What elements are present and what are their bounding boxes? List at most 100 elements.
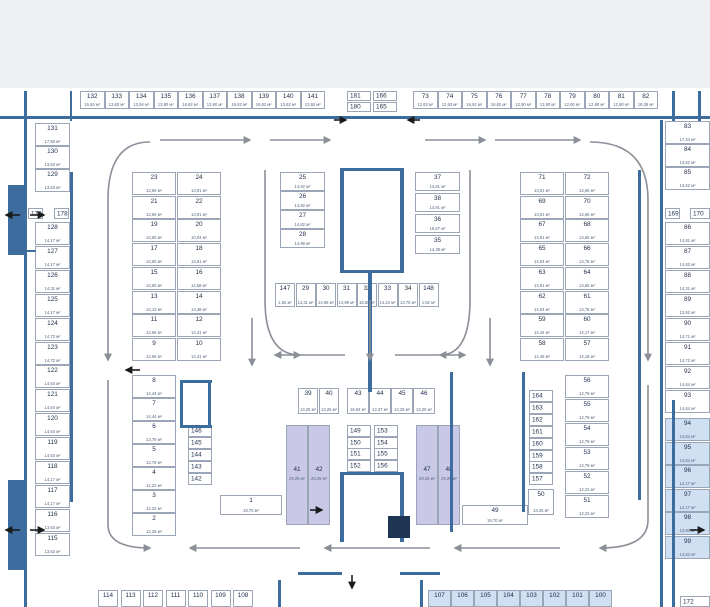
parking-space-162[interactable]: 162 [529, 413, 553, 426]
parking-space-164[interactable]: 164 [529, 390, 553, 402]
parking-space-161[interactable]: 161 [529, 425, 553, 438]
parking-space-180[interactable]: 180 [347, 102, 371, 112]
parking-space-157[interactable]: 157 [529, 473, 553, 486]
parking-space-158[interactable]: 158 [529, 461, 553, 474]
parking-space-142[interactable]: 142 [188, 473, 212, 485]
parking-space-156[interactable]: 156 [374, 459, 398, 472]
parking-space-178[interactable]: 178 [54, 208, 69, 219]
parking-space-152[interactable]: 152 [347, 459, 371, 472]
parking-space-143[interactable]: 143 [188, 461, 212, 473]
parking-space-181[interactable]: 181 [347, 91, 371, 101]
parking-space-169[interactable]: 169 [665, 208, 680, 219]
parking-space-103[interactable]: 103 [520, 590, 543, 607]
parking-space-160[interactable]: 160 [529, 437, 553, 450]
